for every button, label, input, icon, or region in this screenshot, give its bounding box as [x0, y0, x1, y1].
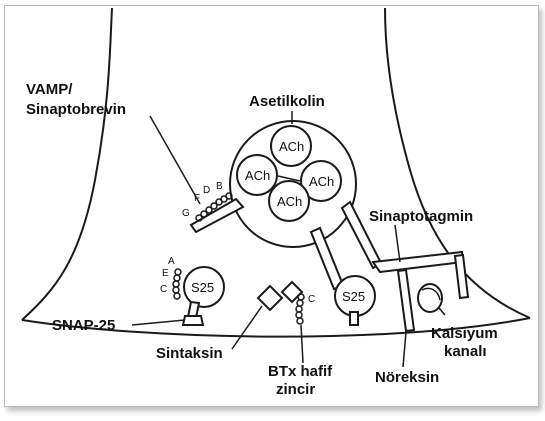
btx-pointer	[301, 325, 303, 363]
ach-text: ACh	[309, 174, 334, 189]
snap25-label: SNAP-25	[52, 317, 115, 334]
chain-letter-b: B	[216, 181, 223, 192]
synaptotagmin-drop	[455, 255, 468, 298]
neurexin	[398, 270, 414, 331]
kalsiyum-label-line2: kanalı	[444, 343, 487, 360]
sintaksin-label: Sintaksin	[156, 345, 223, 362]
syntaxin-base-left	[183, 316, 203, 325]
noreksin-pointer	[403, 332, 406, 367]
snap25-pointer	[132, 320, 185, 325]
ach-text: ACh	[279, 139, 304, 154]
kalsiyum-label-line1: Kalsiyum	[431, 325, 498, 342]
chain-letter-g: G	[182, 208, 190, 219]
s25-text-left: S25	[191, 280, 214, 295]
ach-text: ACh	[245, 168, 270, 183]
sintaksin-pointer	[232, 306, 262, 349]
sinaptotagmin-label: Sinaptotagmin	[369, 208, 473, 225]
s25-text-right: S25	[342, 289, 365, 304]
btx-chain	[296, 294, 304, 324]
vamp-label-line1: VAMP/	[26, 81, 73, 98]
vamp-pointer	[150, 116, 200, 204]
synaptotagmin-bar	[373, 252, 463, 272]
presynaptic-membrane	[22, 8, 112, 320]
syntaxin-stalk-right	[350, 312, 358, 325]
btx-label-line2: zincir	[276, 381, 315, 398]
chain-letter-e: E	[162, 268, 169, 279]
btx-label-line1: BTx hafif	[268, 363, 333, 380]
vamp-label-line2: Sinaptobrevin	[26, 101, 126, 118]
asetilkolin-label: Asetilkolin	[249, 93, 325, 110]
snap-chain	[173, 269, 181, 299]
chain-letter-c-btx: C	[308, 294, 315, 305]
chain-letter-d: D	[203, 185, 210, 196]
kalsiyum-pointer	[439, 308, 445, 315]
sinaptotagmin-pointer	[395, 225, 400, 262]
chain-letter-a: A	[168, 256, 175, 267]
noreksin-label: Nöreksin	[375, 369, 439, 386]
ach-text: ACh	[277, 194, 302, 209]
chain-letter-c: C	[160, 284, 167, 295]
